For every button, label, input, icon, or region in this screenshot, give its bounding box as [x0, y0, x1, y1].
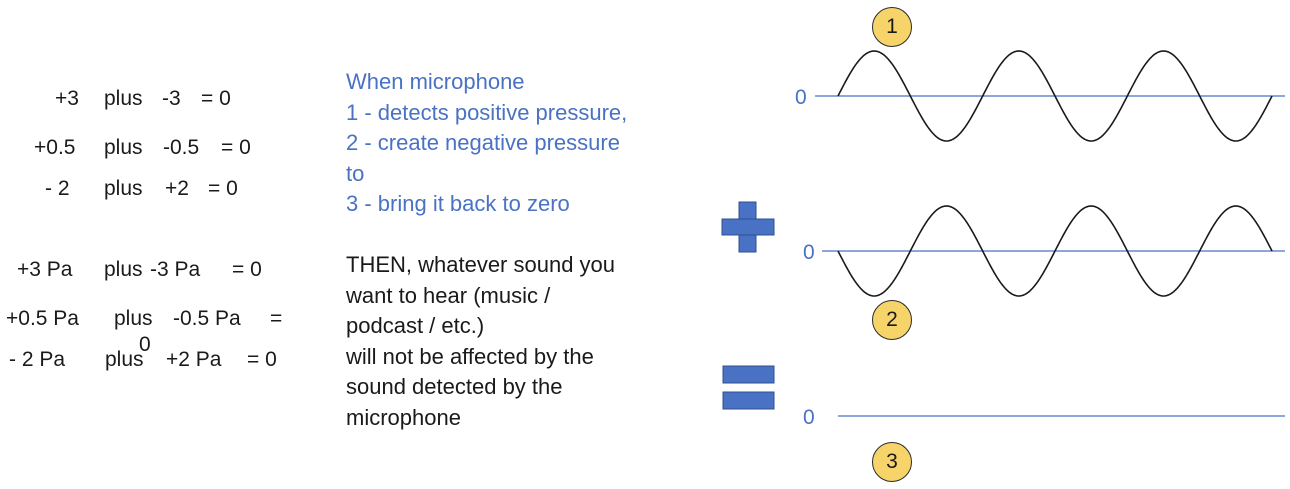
equation-5-eq: =	[270, 307, 283, 330]
zero-label-1: 0	[795, 86, 807, 109]
equation-3-op: plus	[104, 177, 143, 200]
explanation-result-line: podcast / etc.)	[346, 313, 485, 338]
explanation-step: 2 - create negative pressure	[346, 130, 620, 155]
equation-2-b: -0.5	[163, 136, 200, 159]
equation-4-op: plus	[104, 258, 143, 281]
equation-4-b: -3 Pa	[150, 258, 201, 281]
equation-6-a: - 2 Pa	[9, 348, 66, 371]
equation-4-a: +3 Pa	[17, 258, 73, 281]
equation-5-op: plus	[114, 307, 153, 330]
equation-5-wrap: 0	[139, 333, 151, 356]
badge-1: 1	[872, 7, 912, 47]
explanation-step: 3 - bring it back to zero	[346, 191, 570, 216]
equation-1-op: plus	[104, 87, 143, 110]
equals-icon	[722, 365, 775, 410]
plus-icon	[721, 201, 775, 253]
explanation-step: When microphone	[346, 69, 525, 94]
badge-2: 2	[872, 300, 912, 340]
wave-positive	[837, 50, 1273, 142]
equation-6-op: plus	[105, 348, 144, 371]
equation-5-a: +0.5 Pa	[6, 307, 79, 330]
explanation-steps: When microphone 1 - detects positive pre…	[346, 67, 627, 220]
equation-2-op: plus	[104, 136, 143, 159]
explanation-result-line: THEN, whatever sound you	[346, 252, 616, 277]
explanation-result: THEN, whatever sound you want to hear (m…	[346, 250, 615, 433]
equation-1-b: -3	[162, 87, 181, 110]
equation-1-a: +3	[55, 87, 79, 110]
zero-label-3: 0	[803, 406, 815, 429]
equation-5-b: -0.5 Pa	[173, 307, 241, 330]
explanation-result-line: sound detected by the	[346, 374, 563, 399]
equation-6-eq: = 0	[247, 348, 277, 371]
explanation-step: 1 - detects positive pressure,	[346, 99, 628, 125]
equation-3-b: +2	[165, 177, 189, 200]
explanation-result-line: microphone	[346, 404, 461, 430]
equation-3-eq: = 0	[208, 177, 238, 200]
equation-4-eq: = 0	[232, 258, 262, 281]
explanation-step: to	[346, 160, 365, 186]
equation-2-a: +0.5	[34, 136, 76, 159]
equation-6-b: +2 Pa	[166, 348, 222, 371]
equation-3-a: - 2	[45, 177, 70, 200]
equation-2-eq: = 0	[221, 136, 251, 159]
wave-negative	[837, 205, 1273, 297]
badge-3: 3	[872, 442, 912, 482]
explanation-result-line: will not be affected by the	[346, 343, 594, 369]
explanation-result-line: want to hear (music /	[346, 282, 551, 308]
equation-1-eq: = 0	[201, 87, 231, 110]
zero-label-2: 0	[803, 241, 815, 264]
